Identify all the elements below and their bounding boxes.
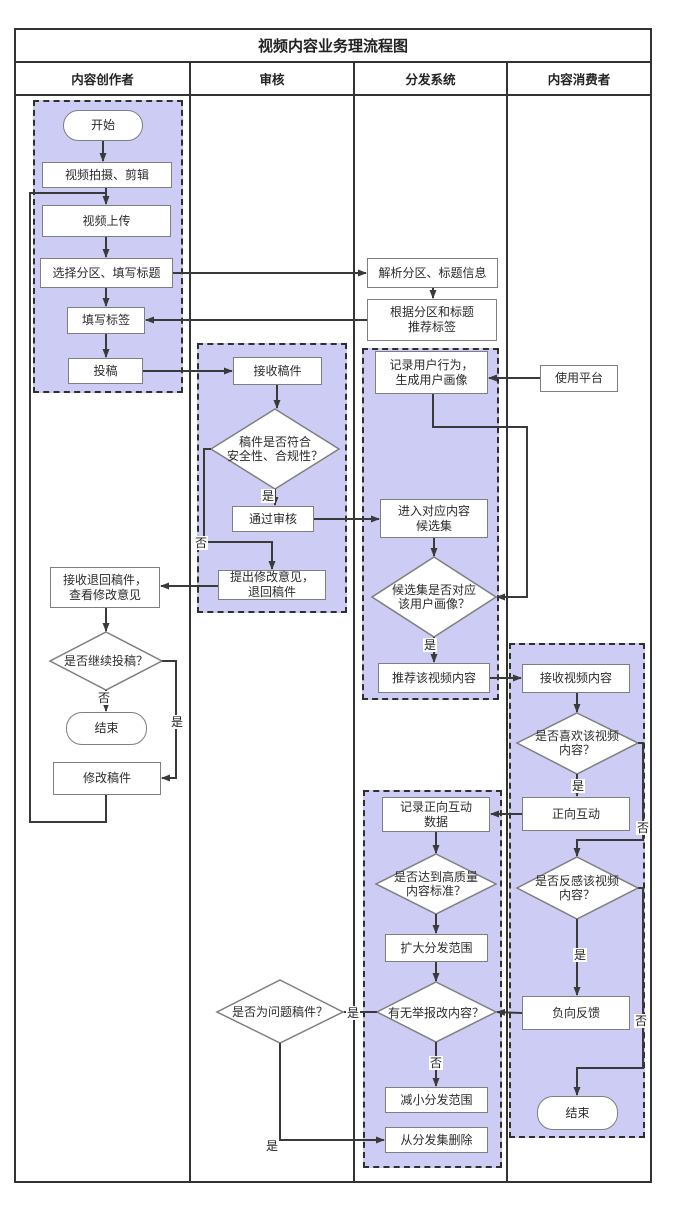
node-record-positive: 记录正向互动 数据 <box>382 797 490 832</box>
node-approve: 通过审核 <box>232 506 314 532</box>
diamond-dislike-q <box>515 856 640 920</box>
node-candidate-pool: 进入对应内容 候选集 <box>380 499 488 538</box>
flow-edge <box>432 394 528 601</box>
node-parse-info: 解析分区、标题信息 <box>367 258 498 288</box>
node-partition-title: 选择分区、填写标题 <box>40 258 173 288</box>
node-recommend-video: 推荐该视频内容 <box>378 663 490 693</box>
frame-left <box>14 28 16 1183</box>
lane-separator-2 <box>353 61 355 1182</box>
edge-label-no: 否 <box>633 1014 649 1028</box>
node-negative-feedback: 负向反馈 <box>522 996 630 1030</box>
flow-edge <box>573 887 644 1096</box>
diamond-like-q <box>515 712 640 775</box>
diamond-continue-q <box>48 631 164 691</box>
node-submit: 投稿 <box>68 358 143 384</box>
node-shoot-edit: 视频拍摄、剪辑 <box>42 162 172 188</box>
node-fill-tags: 填写标签 <box>67 307 145 334</box>
edge-label-yes: 是 <box>422 638 438 652</box>
edge-label-no: 否 <box>96 691 112 705</box>
node-receive-manuscript: 接收稿件 <box>233 357 322 385</box>
edge-label-yes: 是 <box>572 948 588 962</box>
lane-header-consumer: 内容消费者 <box>547 73 611 87</box>
flow-edge <box>573 742 644 857</box>
diamond-problem-q <box>215 979 345 1044</box>
page-title: 视频内容业务理流程图 <box>257 37 408 55</box>
diamond-quality-q <box>374 853 498 915</box>
node-end-creator: 结束 <box>66 712 147 745</box>
node-positive-interaction: 正向互动 <box>522 797 630 831</box>
node-upload: 视频上传 <box>42 205 171 237</box>
frame-bottom <box>14 1181 652 1183</box>
diamond-check-q <box>209 408 341 490</box>
lane-header-creator: 内容创作者 <box>71 73 134 87</box>
flow-edge <box>29 192 107 823</box>
node-receive-video: 接收视频内容 <box>522 664 630 693</box>
group-creator-publish <box>33 100 183 393</box>
edge-label-yes: 是 <box>264 1139 280 1153</box>
edge-label-yes: 是 <box>570 779 586 793</box>
node-receive-returned: 接收退回稿件， 查看修改意见 <box>50 567 160 608</box>
title-separator <box>14 61 652 63</box>
edge-label-yes: 是 <box>345 1006 361 1020</box>
edge-label-yes: 是 <box>169 715 185 729</box>
lane-header-distribution: 分发系统 <box>405 73 456 87</box>
node-expand-distribution: 扩大分发范围 <box>385 934 488 962</box>
node-reduce-distribution: 减小分发范围 <box>385 1087 488 1113</box>
frame-top <box>14 28 652 30</box>
header-separator <box>14 94 652 96</box>
flow-edge <box>279 1043 385 1144</box>
lane-header-review: 审核 <box>259 73 285 87</box>
node-modify: 修改稿件 <box>53 762 161 795</box>
diamond-report-q <box>375 981 498 1043</box>
node-reject: 提出修改意见， 退回稿件 <box>218 570 326 600</box>
node-end-consumer: 结束 <box>537 1096 618 1130</box>
edge-label-no: 否 <box>193 536 209 550</box>
node-remove-from-set: 从分发集删除 <box>385 1127 488 1153</box>
flow-edge <box>496 1008 523 1016</box>
lane-separator-1 <box>189 61 191 1182</box>
diamond-candidate-q <box>370 556 498 638</box>
frame-right <box>650 28 652 1183</box>
node-use-platform: 使用平台 <box>540 365 618 392</box>
edge-label-yes: 是 <box>260 489 276 503</box>
edge-label-no: 否 <box>635 821 651 835</box>
node-start: 开始 <box>63 110 143 141</box>
node-recommend-tags: 根据分区和标题 推荐标签 <box>367 299 497 341</box>
edge-label-no: 否 <box>428 1056 444 1070</box>
lane-separator-3 <box>506 61 508 1182</box>
node-record-user-profile: 记录用户行为， 生成用户画像 <box>375 351 488 394</box>
